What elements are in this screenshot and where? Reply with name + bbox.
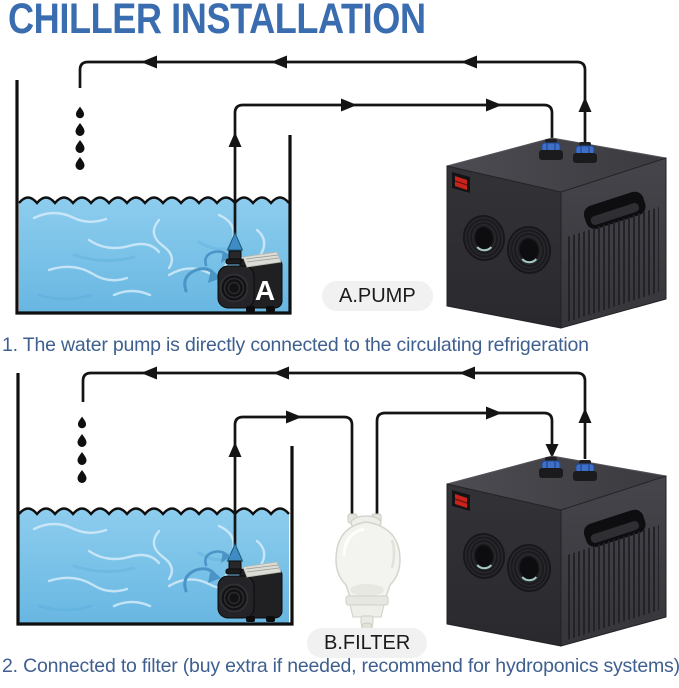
water-surface [18, 196, 290, 205]
pump-label-text: A.PUMP [339, 285, 416, 307]
water-flow-arrow [226, 231, 244, 251]
chiller-icon [447, 138, 666, 330]
pump-letter: A [255, 275, 275, 306]
flow-arrows-2 [141, 366, 592, 458]
filter-icon [335, 513, 401, 630]
pipes-1 [78, 60, 587, 253]
return-pipe [81, 371, 587, 459]
diagram-2 [16, 366, 666, 649]
filter-label-badge: B.FILTER [307, 628, 428, 658]
caption-step-2: 2. Connected to filter (buy extra if nee… [2, 655, 679, 677]
chiller-icon [447, 456, 666, 648]
supply-pipe [233, 103, 554, 253]
filter-label-text: B.FILTER [324, 632, 411, 654]
pump-label-badge: A.PUMP [322, 281, 433, 311]
caption-step-1: 1. The water pump is directly connected … [2, 334, 589, 356]
pump-icon [217, 560, 283, 623]
diagram-1: A [15, 55, 666, 331]
water-surface [18, 507, 290, 516]
return-pipe [78, 60, 587, 146]
water-drops-1 [75, 106, 85, 170]
water-drops-2 [77, 416, 87, 483]
filter-to-chiller-pipe [375, 411, 554, 520]
tank-walls [15, 80, 292, 315]
page-title: CHILLER INSTALLATION [8, 0, 426, 43]
tank-walls [16, 373, 294, 626]
flow-arrows-1 [141, 55, 592, 147]
